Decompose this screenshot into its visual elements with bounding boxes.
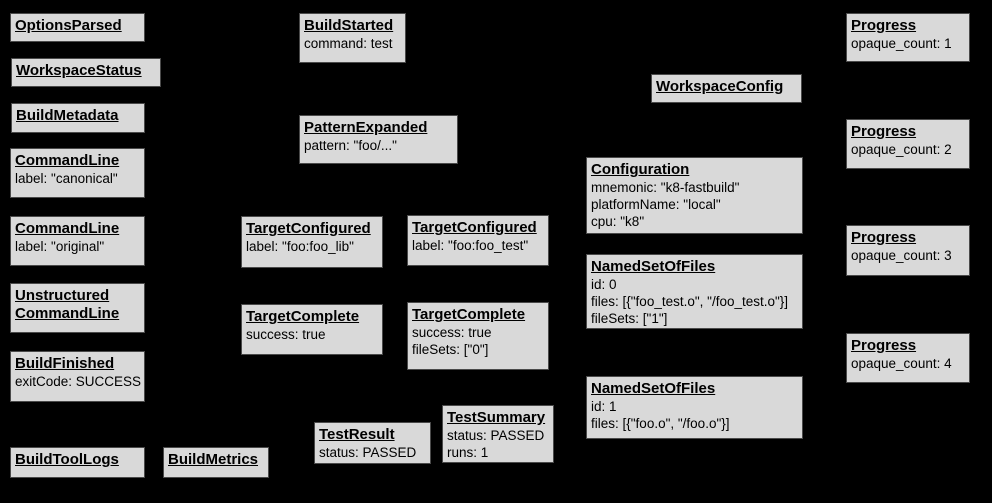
event-box-target-configured-foo-test: TargetConfigured label: "foo:foo_test" bbox=[407, 215, 549, 266]
event-title: NamedSetOfFiles bbox=[591, 380, 716, 397]
event-detail: pattern: "foo/..." bbox=[304, 138, 397, 153]
event-title: PatternExpanded bbox=[304, 119, 428, 136]
event-box-workspace-status: WorkspaceStatus bbox=[11, 58, 161, 87]
event-detail: opaque_count: 4 bbox=[851, 356, 952, 371]
event-box-configuration: Configuration mnemonic: "k8-fastbuild" p… bbox=[586, 157, 803, 234]
event-box-target-configured-foo-lib: TargetConfigured label: "foo:foo_lib" bbox=[241, 216, 383, 268]
event-box-named-set-of-files-0: NamedSetOfFiles id: 0 files: [{"foo_test… bbox=[586, 254, 803, 329]
event-detail: command: test bbox=[304, 36, 393, 51]
event-title: WorkspaceStatus bbox=[16, 62, 142, 79]
event-detail: status: PASSED bbox=[447, 428, 545, 443]
event-title: BuildMetrics bbox=[168, 451, 259, 468]
event-detail: opaque_count: 2 bbox=[851, 142, 952, 157]
event-box-build-metadata: BuildMetadata bbox=[11, 103, 145, 133]
event-box-command-line-original: CommandLine label: "original" bbox=[10, 216, 145, 266]
event-detail: label: "foo:foo_test" bbox=[412, 238, 529, 253]
event-title: NamedSetOfFiles bbox=[591, 258, 716, 275]
event-title: CommandLine bbox=[15, 305, 120, 322]
event-title: CommandLine bbox=[15, 220, 120, 237]
event-detail: files: [{"foo_test.o", "/foo_test.o"}] bbox=[591, 294, 789, 309]
event-detail: label: "original" bbox=[15, 239, 105, 254]
event-detail: platformName: "local" bbox=[591, 197, 721, 212]
event-detail: opaque_count: 1 bbox=[851, 36, 952, 51]
event-detail: label: "foo:foo_lib" bbox=[246, 239, 354, 254]
event-box-target-complete-foo-test: TargetComplete success: true fileSets: [… bbox=[407, 302, 549, 370]
event-title: CommandLine bbox=[15, 152, 120, 169]
event-box-build-started: BuildStarted command: test bbox=[299, 13, 406, 63]
event-title: TestSummary bbox=[447, 409, 546, 426]
event-detail: status: PASSED bbox=[319, 445, 417, 460]
event-box-workspace-config: WorkspaceConfig bbox=[651, 74, 802, 103]
event-title: OptionsParsed bbox=[15, 17, 122, 34]
event-detail: label: "canonical" bbox=[15, 171, 118, 186]
event-detail: id: 0 bbox=[591, 277, 617, 292]
event-title: BuildToolLogs bbox=[15, 451, 119, 468]
event-detail: runs: 1 bbox=[447, 445, 489, 460]
event-title: Configuration bbox=[591, 161, 690, 178]
event-title: WorkspaceConfig bbox=[656, 78, 784, 95]
event-detail: fileSets: ["1"] bbox=[591, 311, 668, 326]
event-detail: success: true bbox=[246, 327, 326, 342]
event-box-options-parsed: OptionsParsed bbox=[10, 13, 145, 42]
event-detail: opaque_count: 3 bbox=[851, 248, 952, 263]
event-title: TargetComplete bbox=[246, 308, 360, 325]
event-title: BuildStarted bbox=[304, 17, 394, 34]
event-box-build-tool-logs: BuildToolLogs bbox=[10, 447, 145, 478]
event-title: TargetComplete bbox=[412, 306, 526, 323]
event-box-build-finished: BuildFinished exitCode: SUCCESS bbox=[10, 351, 145, 402]
event-box-named-set-of-files-1: NamedSetOfFiles id: 1 files: [{"foo.o", … bbox=[586, 376, 803, 439]
event-box-test-result: TestResult status: PASSED bbox=[314, 422, 431, 464]
event-title: BuildFinished bbox=[15, 355, 115, 372]
event-box-test-summary: TestSummary status: PASSED runs: 1 bbox=[442, 405, 554, 463]
event-detail: cpu: "k8" bbox=[591, 214, 645, 229]
event-title: TestResult bbox=[319, 426, 395, 443]
event-detail: id: 1 bbox=[591, 399, 617, 414]
event-detail: files: [{"foo.o", "/foo.o"}] bbox=[591, 416, 730, 431]
event-box-progress-4: Progress opaque_count: 4 bbox=[846, 333, 970, 383]
event-box-unstructured-command-line: Unstructured CommandLine bbox=[10, 283, 145, 333]
event-detail: exitCode: SUCCESS bbox=[15, 374, 142, 389]
event-detail: fileSets: ["0"] bbox=[412, 342, 489, 357]
event-box-build-metrics: BuildMetrics bbox=[163, 447, 269, 478]
event-title: Progress bbox=[851, 337, 917, 354]
event-box-pattern-expanded: PatternExpanded pattern: "foo/..." bbox=[299, 115, 458, 164]
event-box-progress-1: Progress opaque_count: 1 bbox=[846, 13, 970, 62]
event-detail: success: true bbox=[412, 325, 492, 340]
event-box-progress-2: Progress opaque_count: 2 bbox=[846, 119, 970, 169]
event-title: Progress bbox=[851, 123, 917, 140]
event-title: TargetConfigured bbox=[246, 220, 371, 237]
event-box-command-line-canonical: CommandLine label: "canonical" bbox=[10, 148, 145, 198]
event-title: Unstructured bbox=[15, 287, 110, 304]
event-title: BuildMetadata bbox=[16, 107, 119, 124]
event-title: Progress bbox=[851, 17, 917, 34]
event-title: TargetConfigured bbox=[412, 219, 537, 236]
event-box-progress-3: Progress opaque_count: 3 bbox=[846, 225, 970, 276]
event-title: Progress bbox=[851, 229, 917, 246]
event-box-target-complete-foo-lib: TargetComplete success: true bbox=[241, 304, 383, 355]
event-detail: mnemonic: "k8-fastbuild" bbox=[591, 180, 740, 195]
